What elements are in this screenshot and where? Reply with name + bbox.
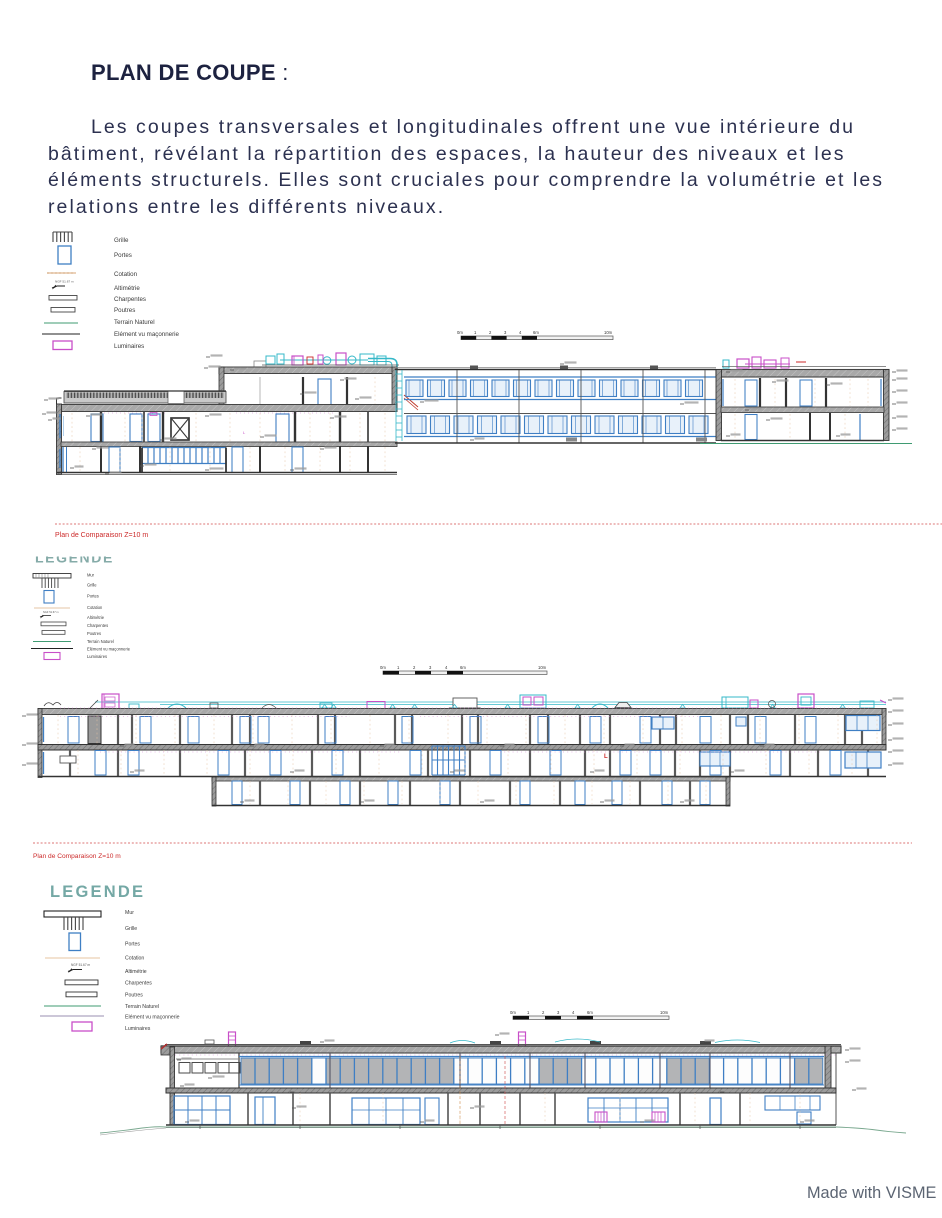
svg-text:Cotation: Cotation (114, 271, 138, 278)
svg-text:Poutres: Poutres (125, 993, 143, 999)
svg-text:1: 1 (527, 1010, 530, 1015)
svg-text:Elément vu maçonnerie: Elément vu maçonnerie (114, 331, 180, 338)
svg-text:L: L (243, 430, 246, 435)
svg-text:2: 2 (413, 665, 416, 670)
svg-text:Charpentes: Charpentes (125, 981, 152, 987)
svg-text:Charpentes: Charpentes (114, 296, 146, 303)
svg-text:1: 1 (397, 665, 400, 670)
svg-text:6m: 6m (587, 1010, 593, 1015)
svg-text:L: L (604, 754, 608, 760)
svg-text:4: 4 (445, 665, 448, 670)
svg-text:Cotation: Cotation (87, 605, 103, 610)
svg-text:LEGENDE: LEGENDE (35, 550, 114, 566)
svg-text:Terrain Naturel: Terrain Naturel (87, 639, 114, 644)
svg-text:Elément vu maçonnerie: Elément vu maçonnerie (87, 647, 131, 652)
svg-text:Altimétrie: Altimétrie (114, 285, 140, 292)
svg-text:Plan de Comparaison Z=10 m: Plan de Comparaison Z=10 m (33, 853, 121, 860)
svg-text:3: 3 (429, 665, 432, 670)
svg-text:Terrain Naturel: Terrain Naturel (125, 1004, 159, 1010)
svg-text:NGF 51.67 m: NGF 51.67 m (43, 610, 59, 614)
svg-text:2: 2 (542, 1010, 545, 1015)
svg-text:Luminaires: Luminaires (125, 1026, 151, 1032)
svg-text:Cotation: Cotation (125, 956, 144, 962)
svg-text:2: 2 (489, 330, 492, 335)
svg-text:LEGENDE: LEGENDE (50, 883, 145, 901)
svg-text:4: 4 (519, 330, 522, 335)
svg-text:10m: 10m (660, 1010, 669, 1015)
svg-text:10m: 10m (538, 665, 547, 670)
svg-text:Elément vu maçonnerie: Elément vu maçonnerie (125, 1015, 180, 1021)
svg-text:Altimétrie: Altimétrie (87, 615, 105, 620)
svg-text:10m: 10m (604, 330, 613, 335)
svg-text:0m: 0m (510, 1010, 516, 1015)
svg-text:Poutres: Poutres (87, 631, 101, 636)
svg-text:NGF 51.67 m: NGF 51.67 m (71, 963, 90, 967)
svg-text:Luminaires: Luminaires (114, 343, 144, 350)
svg-text:Terrain Naturel: Terrain Naturel (114, 319, 155, 326)
svg-text:Mur: Mur (125, 910, 134, 916)
svg-text:Charpentes: Charpentes (87, 623, 108, 628)
svg-text:NGF 51.67 m: NGF 51.67 m (55, 280, 74, 284)
svg-text:4: 4 (572, 1010, 575, 1015)
svg-text:0m: 0m (457, 330, 463, 335)
svg-text:6m: 6m (460, 665, 466, 670)
svg-text:Luminaires: Luminaires (87, 654, 107, 659)
svg-text:Grille: Grille (125, 926, 137, 932)
svg-text:Altimétrie: Altimétrie (125, 969, 147, 975)
svg-text:1: 1 (474, 330, 477, 335)
svg-text:0m: 0m (380, 665, 386, 670)
svg-text:Grille: Grille (87, 583, 97, 588)
svg-text:Portes: Portes (125, 942, 140, 948)
svg-text:3: 3 (557, 1010, 560, 1015)
svg-text:3: 3 (504, 330, 507, 335)
svg-text:Plan de Comparaison Z=10 m: Plan de Comparaison Z=10 m (55, 532, 148, 539)
svg-text:Portes: Portes (114, 252, 132, 259)
svg-text:Mur: Mur (87, 573, 95, 578)
svg-text:Portes: Portes (87, 594, 99, 599)
svg-text:6m: 6m (533, 330, 539, 335)
svg-text:Grille: Grille (114, 237, 129, 244)
svg-text:Poutres: Poutres (114, 307, 135, 314)
